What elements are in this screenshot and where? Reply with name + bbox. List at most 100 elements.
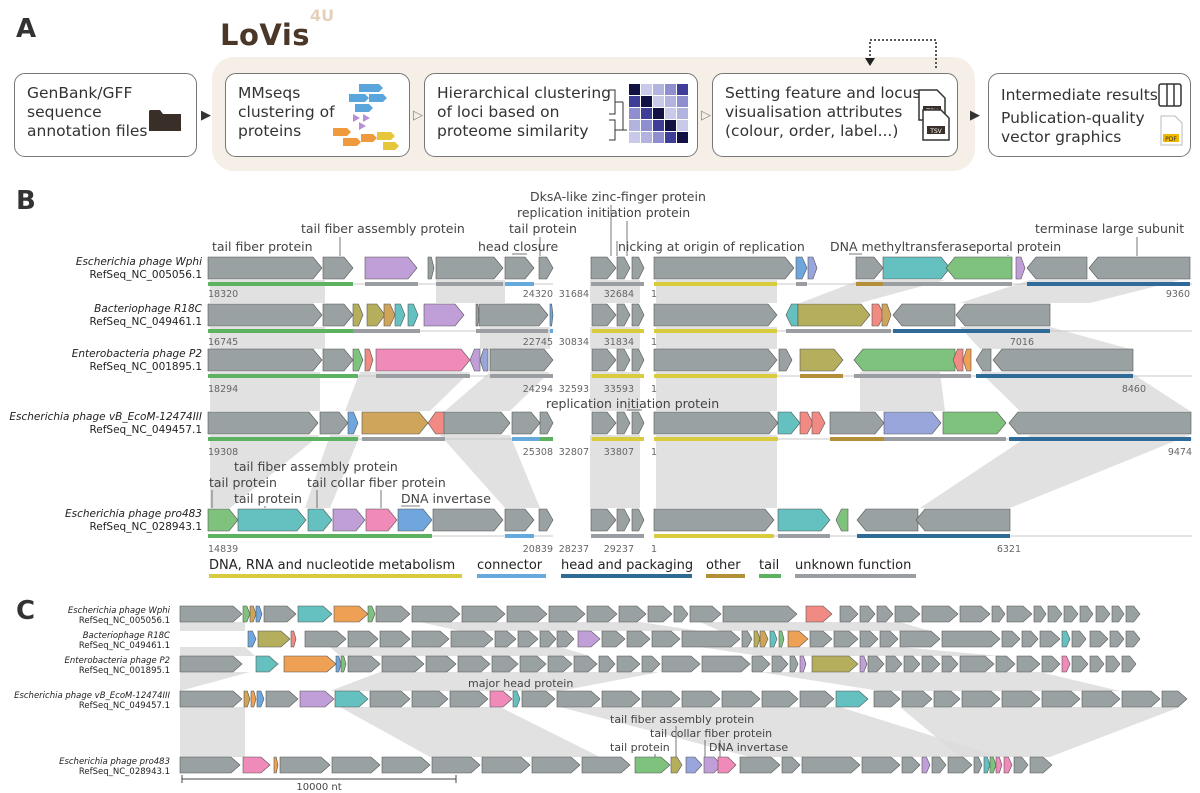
gene-arrow xyxy=(653,256,795,280)
annotation: DNA invertase xyxy=(709,741,788,754)
gene-arrow xyxy=(807,256,818,280)
gene-arrow xyxy=(249,605,257,623)
gene-arrow xyxy=(407,303,419,327)
label-text: DNA methyltransferase xyxy=(830,239,977,254)
gene-arrow xyxy=(365,508,398,532)
category-bar xyxy=(365,282,418,286)
legend-swatch xyxy=(561,574,692,578)
gene-arrow xyxy=(631,256,645,280)
gene-arrow xyxy=(741,630,753,648)
homology-band xyxy=(330,647,590,656)
gene-arrow xyxy=(653,411,779,435)
heatmap-cell xyxy=(653,132,664,143)
label-text: tail fiber assembly protein xyxy=(301,221,465,236)
homology-band xyxy=(420,622,700,631)
legend-swatch xyxy=(209,574,462,578)
gene-arrow xyxy=(616,508,631,532)
category-bar xyxy=(883,282,1012,286)
homology-band xyxy=(305,435,360,508)
gene-arrow xyxy=(975,348,992,372)
gene-arrow xyxy=(685,756,703,774)
gene-arrow xyxy=(481,756,531,774)
gene-arrow xyxy=(1089,655,1105,673)
gene-arrow xyxy=(598,655,616,673)
gene-arrow xyxy=(701,655,751,673)
locus-species: Bacteriophage R18C xyxy=(83,631,170,641)
category-bar xyxy=(592,437,644,441)
homology-band xyxy=(180,707,245,757)
gene-arrow xyxy=(883,411,942,435)
gene-arrow xyxy=(381,756,431,774)
locus-coordinate: 31834 xyxy=(604,337,634,348)
legend-label: head and packaging xyxy=(561,558,693,573)
heatmap-cell xyxy=(653,96,664,107)
gene-arrow xyxy=(681,630,741,648)
gene-arrow xyxy=(601,630,626,648)
gene-arrow xyxy=(504,256,535,280)
gene-arrow xyxy=(257,630,291,648)
gene-arrow xyxy=(242,605,251,623)
gene-arrow xyxy=(367,605,376,623)
heatmap-cell xyxy=(641,96,652,107)
gene-arrow xyxy=(179,756,241,774)
homology-band xyxy=(440,435,540,508)
locus-coordinate: 8460 xyxy=(1122,384,1146,395)
gene-arrow xyxy=(369,690,411,708)
legend-label: connector xyxy=(477,558,543,573)
category-bar xyxy=(505,534,534,538)
gene-arrow xyxy=(811,655,859,673)
gene-arrow xyxy=(521,690,556,708)
locus-refseq: RefSeq_NC_049457.1 xyxy=(79,701,170,711)
category-bar xyxy=(778,534,830,538)
feedback-loop-arrow xyxy=(865,39,937,68)
gene-arrow xyxy=(616,256,631,280)
gene-arrow xyxy=(347,630,379,648)
gene-arrow xyxy=(641,690,681,708)
legend-swatch xyxy=(795,574,916,578)
pdf-file-icon: PDF xyxy=(1160,115,1183,146)
gene-arrow xyxy=(931,756,947,774)
gene-arrow xyxy=(242,756,271,774)
gene-arrow xyxy=(871,303,885,327)
locus-species: Escherichia phage pro483 xyxy=(65,508,202,520)
gene-arrow xyxy=(631,508,645,532)
gene-arrow xyxy=(1015,256,1026,280)
category-bar xyxy=(786,329,891,333)
locus-species: Enterobacteria phage P2 xyxy=(65,656,170,666)
gene-arrow xyxy=(867,655,885,673)
gene-arrow xyxy=(777,411,801,435)
heatmap-cell xyxy=(653,84,664,95)
annotation: tail collar fiber protein xyxy=(307,475,446,490)
gene-arrow xyxy=(829,411,885,435)
gene-arrow xyxy=(805,605,833,623)
homology-band xyxy=(560,707,1000,757)
heatmap-cell xyxy=(629,132,640,143)
category-bar xyxy=(476,329,548,333)
gene-arrow xyxy=(892,303,956,327)
gene-arrow xyxy=(331,756,381,774)
gene-arrow xyxy=(364,256,418,280)
gene-arrow xyxy=(1111,605,1125,623)
gene-arrow xyxy=(207,508,239,532)
legend-swatch xyxy=(759,574,781,578)
gene-arrow xyxy=(556,690,601,708)
heatmap-cell xyxy=(665,84,676,95)
gene-arrow xyxy=(771,655,789,673)
gene-arrow xyxy=(616,348,631,372)
gene-arrow xyxy=(265,690,299,708)
gene-arrow xyxy=(787,630,809,648)
gene-arrow xyxy=(283,655,337,673)
gene-arrow xyxy=(539,411,554,435)
gene-arrow xyxy=(853,348,956,372)
gene-arrow xyxy=(179,605,243,623)
heatmap-cell xyxy=(629,120,640,131)
gene-arrow xyxy=(1125,630,1141,648)
homology-band xyxy=(590,372,640,411)
heatmap-cell xyxy=(653,120,664,131)
homology-band xyxy=(210,435,320,508)
heatmap-cell xyxy=(665,132,676,143)
category-bar xyxy=(208,282,353,286)
gene-arrow xyxy=(322,303,354,327)
gene-arrow xyxy=(797,303,871,327)
gene-arrow xyxy=(1003,756,1013,774)
